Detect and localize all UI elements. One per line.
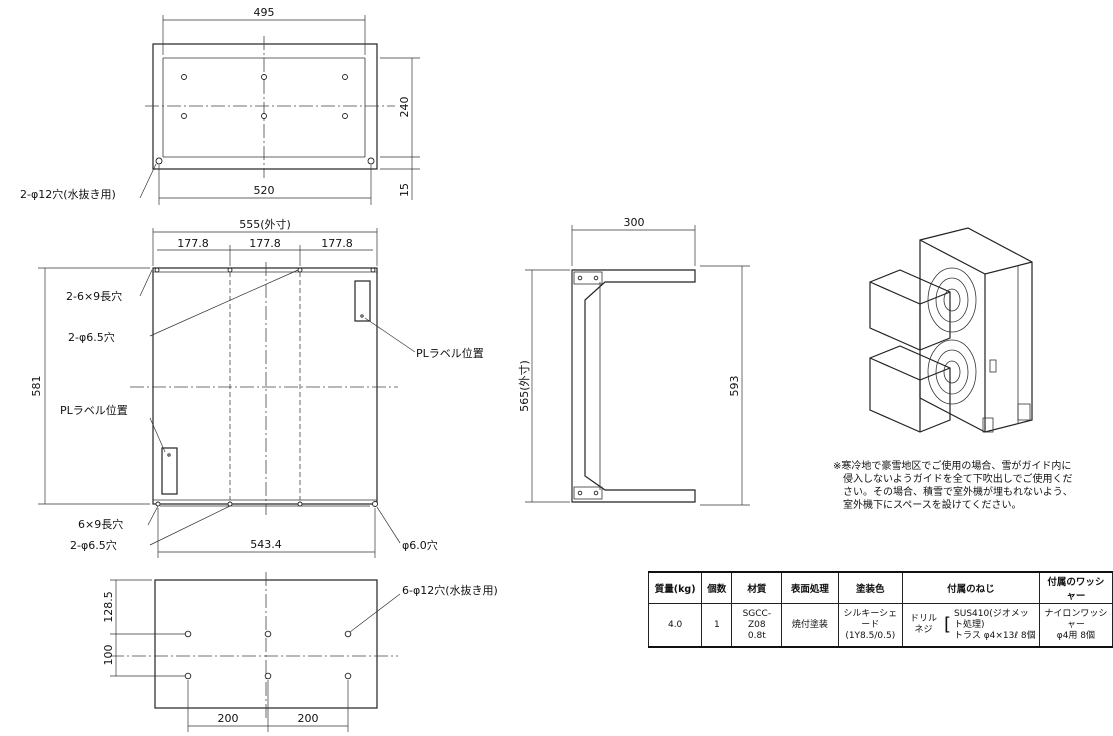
- bottom-dim-mid: 100: [102, 645, 115, 666]
- spec-screw-2: トラス φ4×13ℓ 8個: [954, 630, 1036, 641]
- note-line-3: さい。その場合、積雪で室外機が埋もれないよう、: [843, 487, 1073, 498]
- spec-washer-2: φ4用 8個: [1056, 630, 1096, 641]
- note-line-1: ※寒冷地で豪雪地区でご使用の場合、雪がガイド内に: [833, 461, 1072, 472]
- front-dim-pitch-3: 177.8: [321, 237, 353, 250]
- spec-header-material: 材質: [731, 571, 783, 604]
- bottom-dim-pitch-1: 200: [218, 712, 239, 725]
- spec-header-washer: 付属のワッシャー: [1038, 571, 1113, 604]
- spec-header-count: 個数: [701, 571, 733, 604]
- front-dim-height: 581: [30, 376, 43, 397]
- front-dim-pitch-2: 177.8: [249, 237, 281, 250]
- side-dim-inner: 565(外寸): [517, 360, 531, 412]
- spec-header-screw: 付属のねじ: [902, 571, 1040, 604]
- spec-header-surface: 表面処理: [781, 571, 839, 604]
- spec-count: 1: [701, 603, 733, 648]
- spec-material: SGCC-Z08 0.8t: [731, 603, 783, 648]
- spec-washer-1: ナイロンワッシャー: [1044, 608, 1108, 630]
- spec-color-2: (1Y8.5/0.5): [845, 630, 896, 641]
- spec-table: 質量(kg) 個数 材質 表面処理 塗装色 付属のねじ 付属のワッシャー 4.0…: [647, 571, 1113, 648]
- side-dim-outer: 593: [728, 376, 741, 397]
- top-dim-width: 495: [254, 6, 275, 19]
- installation-note: ※寒冷地で豪雪地区でご使用の場合、雪がガイド内に 侵入しないようガイドを全て下吹…: [833, 460, 1103, 512]
- spec-header-mass: 質量(kg): [647, 571, 703, 604]
- spec-washer: ナイロンワッシャー φ4用 8個: [1038, 603, 1113, 648]
- spec-mass: 4.0: [647, 603, 703, 648]
- spec-color: シルキーシェード (1Y8.5/0.5): [837, 603, 904, 648]
- spec-screw-prefix: ドリルネジ: [909, 614, 937, 635]
- top-dim-hole-span: 520: [254, 184, 275, 197]
- side-dim-depth: 300: [624, 216, 645, 229]
- spec-data-row: 4.0 1 SGCC-Z08 0.8t 焼付塗装 シルキーシェード (1Y8.5…: [647, 603, 1113, 648]
- front-label-slot-bottom: 6×9長穴: [78, 517, 123, 531]
- note-line-4: 室外機下にスペースを設けてください。: [843, 500, 1022, 511]
- front-label-hole-bottom: 2-φ6.5穴: [70, 538, 117, 552]
- side-view: 300 565(外寸) 593: [517, 216, 750, 506]
- spec-screw-1: SUS410(ジオメット処理): [954, 608, 1029, 630]
- isometric-unit-illustration: [869, 227, 1033, 433]
- brace-icon: [: [943, 614, 952, 635]
- spec-header-color: 塗装色: [837, 571, 904, 604]
- spec-material-1: SGCC-Z08: [742, 608, 772, 630]
- front-view: 555(外寸) 177.8 177.8 177.8 581 543.4 2-6×…: [30, 217, 484, 558]
- note-line-2: 侵入しないようガイドを全て下吹出しでご使用くだ: [843, 474, 1073, 485]
- front-label-hole-right: φ6.0穴: [402, 538, 438, 552]
- spec-surface: 焼付塗装: [781, 603, 839, 648]
- spec-material-2: 0.8t: [747, 630, 766, 641]
- spec-header-row: 質量(kg) 個数 材質 表面処理 塗装色 付属のねじ 付属のワッシャー: [647, 571, 1113, 604]
- bottom-hole-label: 6-φ12穴(水抜き用): [402, 583, 498, 597]
- top-dim-height: 240: [398, 97, 411, 118]
- front-label-pl-left: PLラベル位置: [60, 403, 128, 417]
- top-dim-edge: 15: [398, 183, 411, 197]
- front-label-hole-top: 2-φ6.5穴: [68, 330, 115, 344]
- front-dim-outer: 555(外寸): [239, 217, 291, 231]
- front-dim-pitch-1: 177.8: [177, 237, 209, 250]
- bottom-dim-top: 128.5: [102, 591, 115, 623]
- top-hole-label: 2-φ12穴(水抜き用): [20, 187, 116, 201]
- front-label-slot-top: 2-6×9長穴: [66, 289, 122, 303]
- front-label-pl-right: PLラベル位置: [416, 346, 484, 360]
- bottom-dim-pitch-2: 200: [298, 712, 319, 725]
- front-dim-bottom: 543.4: [250, 538, 282, 551]
- top-view: 495 240 15 520 2-φ12穴(水抜き用): [20, 6, 420, 205]
- bottom-view: 128.5 100 200 200 6-φ12穴(水抜き用): [102, 572, 498, 732]
- spec-color-1: シルキーシェード: [843, 608, 898, 630]
- spec-screw: ドリルネジ [ SUS410(ジオメット処理) トラス φ4×13ℓ 8個: [902, 603, 1040, 648]
